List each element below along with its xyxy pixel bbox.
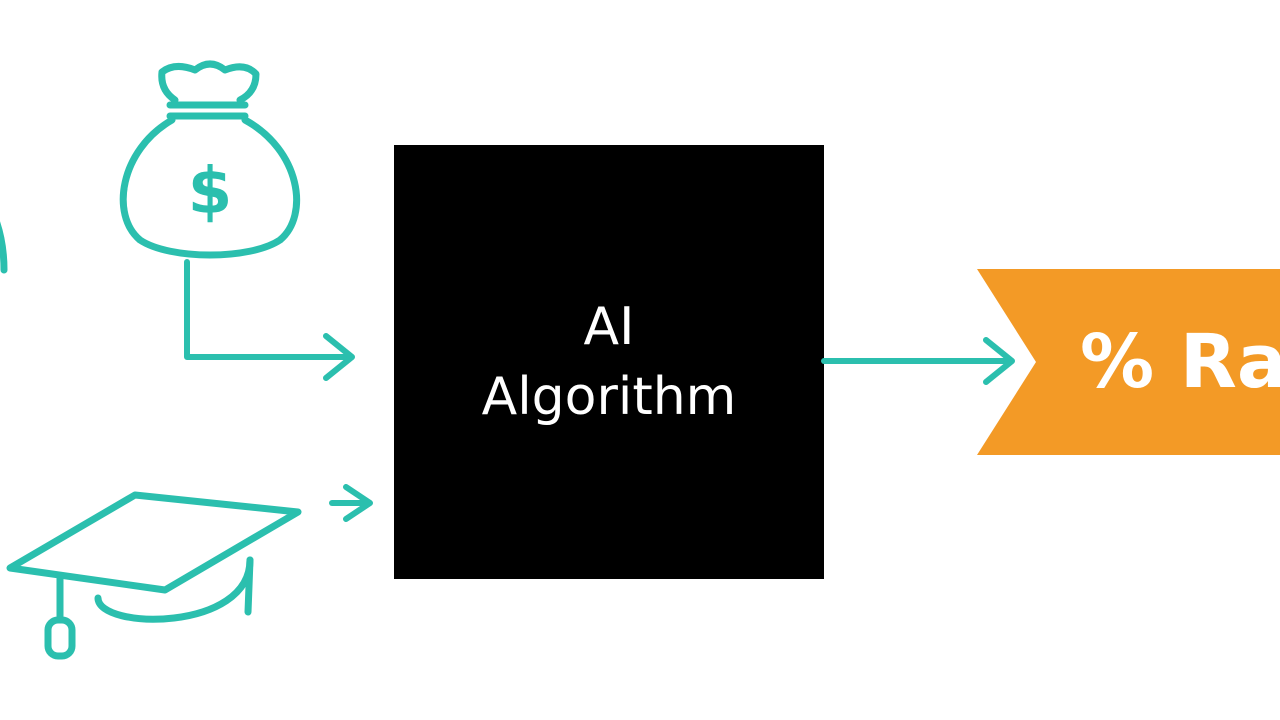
- money-connector-arrow: [184, 259, 355, 381]
- partial-icon: [0, 221, 8, 274]
- ai-algorithm-box: [394, 145, 824, 579]
- output-arrow: [821, 337, 1015, 385]
- dollar-sign: $: [188, 155, 233, 229]
- banner-label: % Ra: [1080, 319, 1280, 405]
- output-banner: [977, 269, 1280, 455]
- money-bag-icon: $: [119, 60, 301, 259]
- cap-arrow: [329, 484, 373, 522]
- graduation-cap-icon: [6, 491, 302, 660]
